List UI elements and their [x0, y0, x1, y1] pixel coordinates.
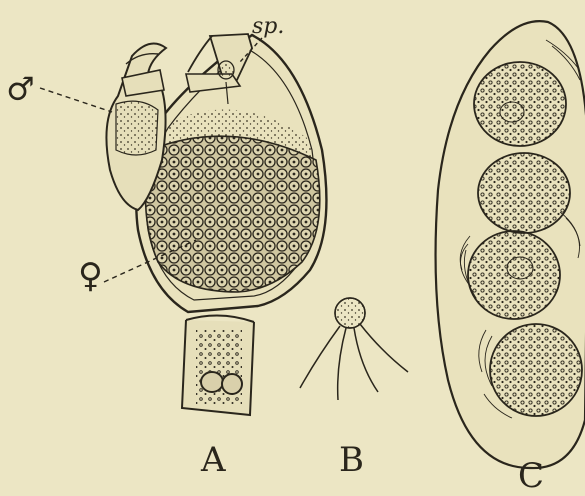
cell-4 [490, 324, 582, 416]
panel-label-c: C [518, 456, 544, 496]
panel-label-a: A [201, 440, 226, 480]
panel-label-b: B [339, 440, 364, 480]
cell-3 [468, 231, 560, 319]
label-male-symbol: ♂ [6, 70, 35, 108]
figure-c [436, 21, 585, 468]
cell-2 [478, 153, 570, 233]
label-female-symbol: ♀ [78, 256, 103, 296]
label-sp: sp. [252, 14, 284, 39]
egg-mass [146, 136, 320, 292]
figure-b [300, 298, 408, 400]
male-pointer [40, 88, 112, 112]
figure-a [40, 34, 326, 415]
